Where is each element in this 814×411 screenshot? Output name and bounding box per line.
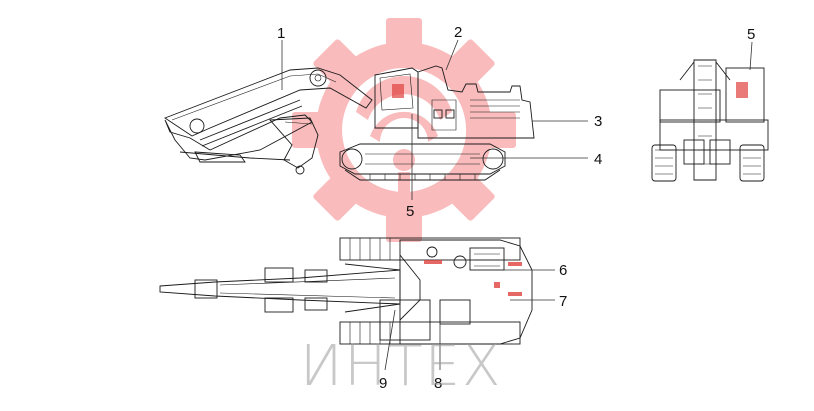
callout-6: 6 bbox=[559, 262, 567, 279]
callout-4: 4 bbox=[594, 151, 602, 168]
callout-9: 9 bbox=[379, 375, 387, 392]
front-view-excavator bbox=[651, 59, 769, 182]
side-view-excavator bbox=[164, 65, 535, 181]
callout-3: 3 bbox=[594, 113, 602, 130]
callout-2: 2 bbox=[454, 24, 462, 41]
watermark-gear-logo bbox=[292, 18, 516, 242]
watermark-text: ИНТЕХ bbox=[300, 334, 502, 399]
callout-5-front: 5 bbox=[747, 26, 755, 43]
callout-labels: 1 2 3 4 5 5 6 7 8 9 bbox=[277, 24, 755, 392]
callout-8: 8 bbox=[434, 375, 442, 392]
top-view-excavator bbox=[159, 237, 533, 345]
leader-lines bbox=[281, 39, 753, 371]
callout-1: 1 bbox=[277, 25, 285, 42]
callout-5-side: 5 bbox=[406, 203, 414, 220]
callout-7: 7 bbox=[559, 293, 567, 310]
